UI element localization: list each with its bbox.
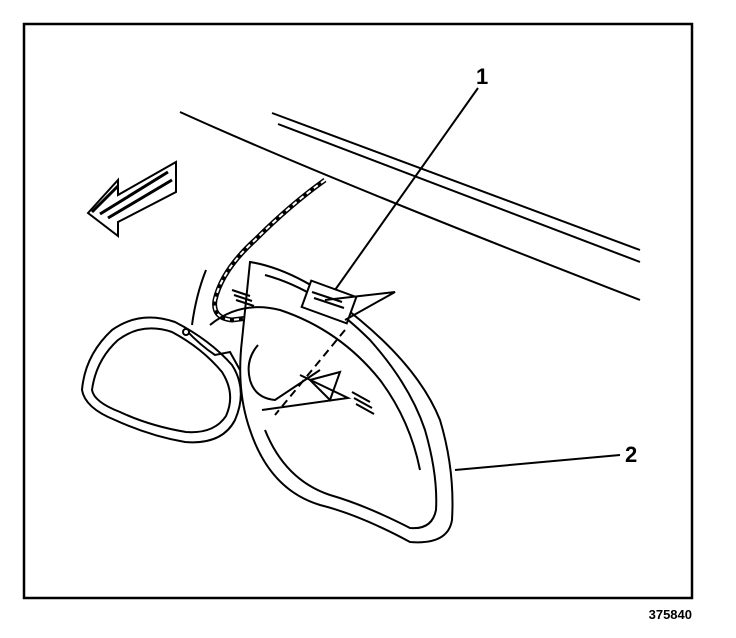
callout-2: 2 xyxy=(625,442,637,467)
wiring-harness xyxy=(212,177,327,323)
mirror-illustration xyxy=(209,260,454,544)
windshield-lines xyxy=(179,111,641,301)
direction-arrow-icon xyxy=(86,160,177,239)
callout-1: 1 xyxy=(476,64,488,89)
diagram-border xyxy=(22,22,694,600)
leader-lines xyxy=(334,87,621,471)
mirror-glass xyxy=(80,269,242,444)
figure-id: 375840 xyxy=(648,607,692,622)
